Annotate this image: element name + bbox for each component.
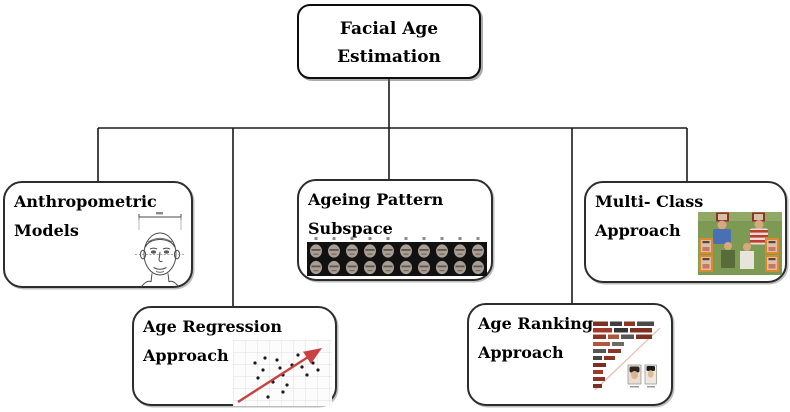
node-label-line: Subspace <box>308 218 393 238</box>
node-label-line: Approach <box>143 345 229 365</box>
node-facial-age-estimation: Facial Age Estimation <box>297 4 481 79</box>
node-ageing-pattern-subspace: Ageing Pattern Subspace <box>297 179 493 281</box>
node-label-line: Age Ranking <box>478 314 593 333</box>
node-age-regression-approach: Age Regression Approach <box>132 306 337 406</box>
age-ranking-figure-icon <box>593 321 661 391</box>
node-anthropometric-models: Anthropometric Models <box>3 181 193 288</box>
ageing-face-sequence-strip-icon <box>307 237 487 276</box>
node-label-line: Multi- Class <box>595 192 704 211</box>
node-label: Multi- Class Approach <box>586 183 785 246</box>
node-label-line: Models <box>14 220 79 240</box>
node-age-ranking-approach: Age Ranking Approach <box>467 303 673 406</box>
node-label-line: Approach <box>478 342 564 362</box>
node-label-line: Estimation <box>337 46 441 67</box>
node-label: Age Regression Approach <box>134 308 335 371</box>
node-label-line: Age Regression <box>143 317 283 336</box>
node-label-line: Approach <box>595 220 681 240</box>
anthropometric-face-sketch-icon <box>135 212 185 287</box>
node-label: Anthropometric Models <box>5 183 191 246</box>
node-label: Ageing Pattern Subspace <box>299 181 491 244</box>
node-label-line: Anthropometric <box>14 192 157 211</box>
group-photo-icon <box>698 212 782 275</box>
node-label: Age Ranking Approach <box>469 305 671 368</box>
node-multi-class-approach: Multi- Class Approach <box>584 181 787 283</box>
node-label-line: Ageing Pattern <box>308 190 444 209</box>
node-label-line: Facial Age <box>339 19 439 39</box>
node-label: Facial Age Estimation <box>299 6 479 71</box>
regression-scatter-plot-icon <box>233 340 332 406</box>
